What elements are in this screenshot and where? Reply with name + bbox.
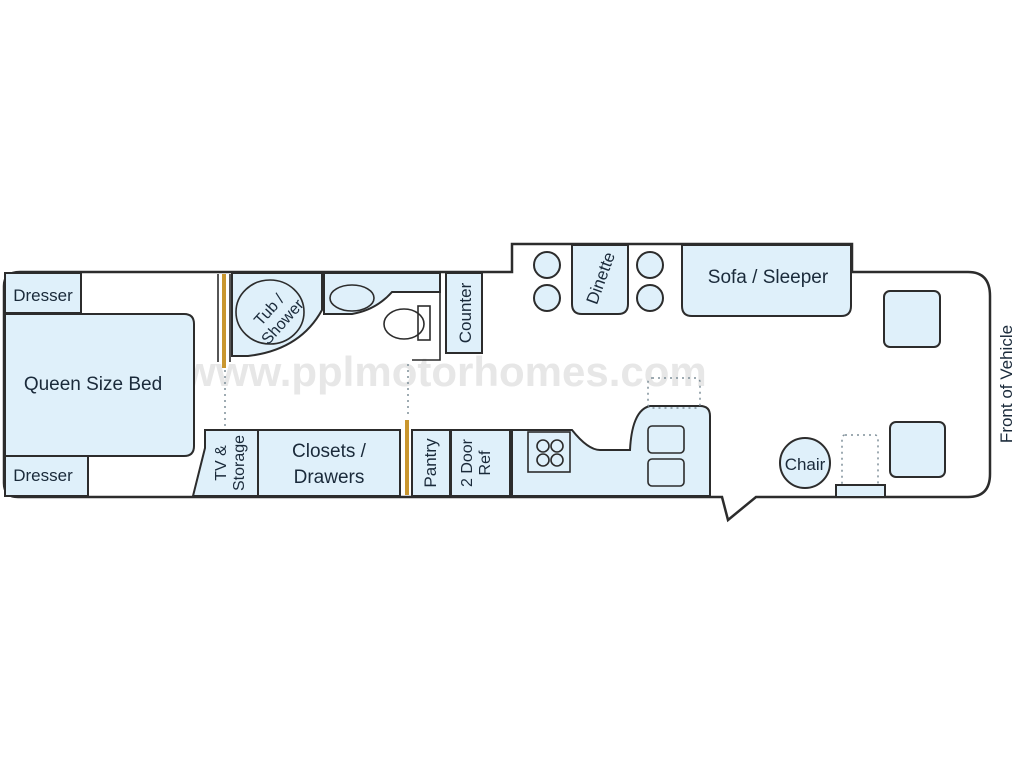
tv-label-1: TV & (213, 445, 230, 481)
sink-bowl-icon (647, 458, 685, 487)
dresser-bottom-label: Dresser (13, 466, 73, 485)
dresser-bottom (4, 454, 89, 497)
dinette-seat-1 (533, 251, 561, 279)
counter (445, 272, 483, 354)
queen-bed-label: Queen Size Bed (24, 374, 162, 395)
galley-counter (511, 405, 711, 497)
dinette-seat-2 (533, 284, 561, 312)
watermark: www.pplmotorhomes.com (182, 348, 706, 395)
refrigerator (450, 429, 511, 497)
dresser-top-label: Dresser (13, 286, 73, 305)
burner-icon (550, 453, 564, 467)
chair (779, 437, 831, 489)
burner-icon (536, 453, 550, 467)
ref-label-1: 2 Door (459, 438, 476, 487)
dinette-seat-3 (636, 251, 664, 279)
tv-storage (191, 429, 259, 497)
closets-drawers (257, 429, 401, 497)
toilet-tank (417, 305, 431, 341)
closets-label-2: Drawers (294, 467, 365, 488)
sink-bowl-icon (647, 425, 685, 454)
toilet-icon (383, 308, 425, 340)
toilet-wall (412, 272, 441, 361)
tub-basin (235, 279, 305, 345)
sofa-label: Sofa / Sleeper (708, 267, 829, 288)
sofa-sleeper (681, 244, 852, 317)
entry-step (835, 484, 886, 498)
tv-label-2: Storage (231, 435, 248, 491)
cab-seat-top (883, 290, 941, 348)
dinette-seat-4 (636, 284, 664, 312)
slideout-cabinet-outline (647, 377, 701, 409)
chair-label: Chair (785, 455, 826, 474)
counter-label: Counter (456, 282, 475, 343)
closets-label-1: Closets / (292, 441, 367, 462)
front-of-vehicle-label: Front of Vehicle (997, 325, 1016, 443)
tub-shower (231, 272, 323, 357)
burner-icon (550, 439, 564, 453)
stove-icon (527, 431, 571, 473)
cab-seat-bottom (889, 421, 946, 478)
dinette-table (571, 244, 629, 315)
sink-icon (329, 284, 375, 312)
queen-bed (4, 313, 195, 457)
pantry (411, 429, 451, 497)
bath-vanity (323, 272, 441, 315)
ref-label-2: Ref (477, 450, 494, 475)
burner-icon (536, 439, 550, 453)
entry-console-outline (841, 434, 879, 488)
pantry-label: Pantry (421, 438, 440, 488)
